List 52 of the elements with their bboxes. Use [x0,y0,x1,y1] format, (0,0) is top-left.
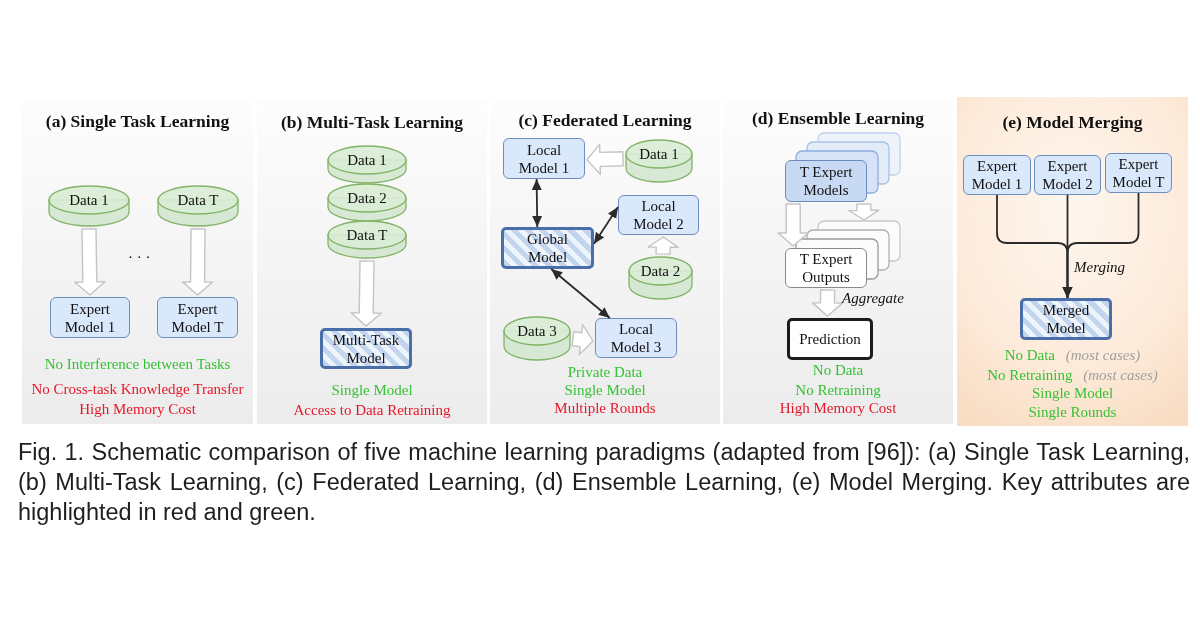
block-arrow [811,289,844,317]
attribute-text: High Memory Cost [779,399,897,417]
figure-caption: Fig. 1. Schematic comparison of five machine learning paradigms (adapted from [96]): (a) Single Task Learning, (b) Multi-Task Learning, (c) Federated Learning, (d) Ensemble Learning, (e) Model Merging. Key attributes are highlighted in red and green. [18,438,1190,527]
attribute-text: Single Rounds [1028,403,1117,421]
double-arrow [531,178,543,228]
block-arrow [647,236,679,255]
panel-heading: (a) Single Task Learning [45,111,230,131]
panel-heading: (d) Ensemble Learning [751,108,925,128]
model-box: Expert Model 2 [1034,155,1101,195]
edge-label: Aggregate [842,289,904,307]
model-box: Expert Model T [1105,153,1172,193]
attribute-text: High Memory Cost [79,400,196,418]
attribute-text: No Data [812,361,864,379]
hatched-model-box: Global Model [501,227,594,269]
model-box: Expert Model 1 [963,155,1031,195]
attribute-text: Private Data [567,363,643,381]
model-box: Local Model 3 [595,318,677,358]
panel-heading: (c) Federated Learning [518,110,692,130]
ellipsis-text: · · · [128,248,151,266]
block-arrow [848,203,880,221]
block-arrow [181,228,214,296]
block-arrow [571,324,594,356]
double-arrow [550,268,611,319]
block-arrow [586,143,624,176]
block-arrow [777,203,809,247]
hatched-model-box: Merged Model [1020,298,1112,340]
paradigm-panel [957,97,1188,426]
attribute-text: No Data (most cases) [1004,346,1141,364]
attribute-text: No Retraining [795,381,881,399]
attribute-text: No Cross-task Knowledge Transfer [31,380,244,398]
model-card: T Expert Models [785,160,867,202]
panel-heading: (e) Model Merging [1002,112,1143,132]
attribute-text: No Retraining (most cases) [987,366,1158,384]
block-arrow [74,228,106,296]
edge-label: Merging [1074,258,1126,276]
attribute-text: Multiple Rounds [554,399,656,417]
hatched-model-box: Multi-Task Model [320,328,412,369]
attribute-text: Single Model [564,381,646,399]
model-box: Local Model 2 [618,195,699,235]
panel-heading: (b) Multi-Task Learning [280,112,464,132]
attribute-text: Access to Data Retraining [293,401,451,419]
attribute-text: Single Model [331,381,413,399]
attribute-text: Single Model [1031,384,1114,402]
model-box: Expert Model 1 [50,297,130,338]
double-arrow [593,206,619,245]
arrow [1062,192,1140,299]
output-card: T Expert Outputs [785,248,867,288]
model-box: Expert Model T [157,297,238,338]
attribute-text: No Interference between Tasks [44,355,231,373]
block-arrow [350,260,382,327]
model-box: Local Model 1 [503,138,585,179]
prediction-box: Prediction [787,318,873,360]
